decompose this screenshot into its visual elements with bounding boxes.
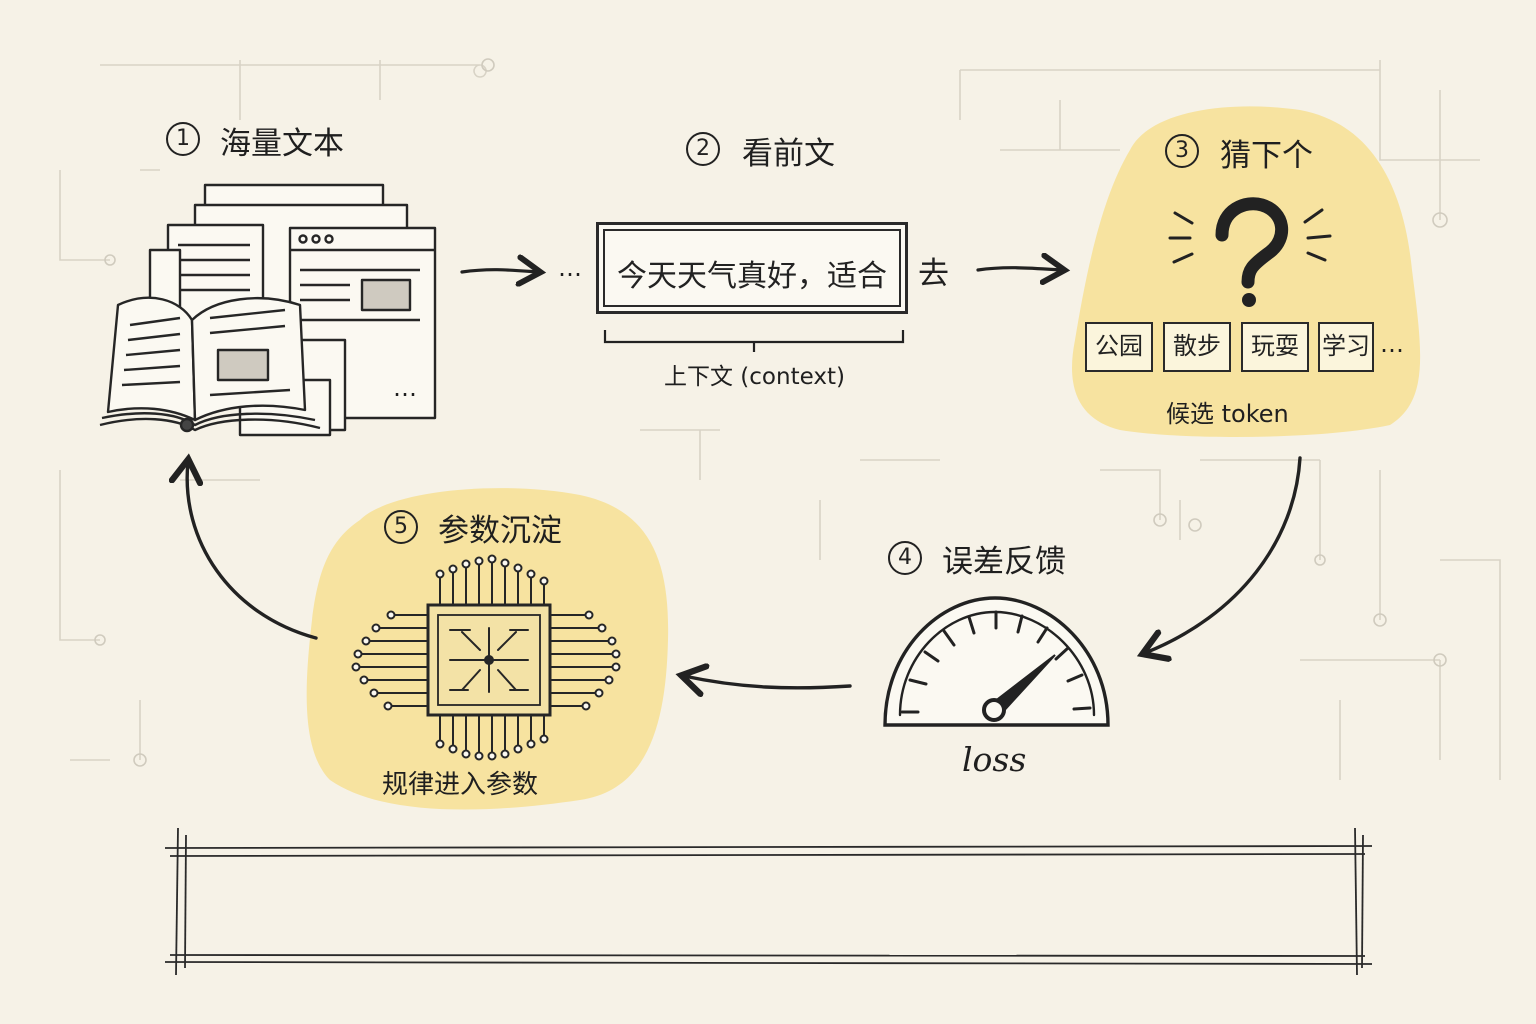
- chip-icon: [351, 554, 621, 761]
- candidate-token-2: 玩耍: [1241, 322, 1309, 372]
- loss-gauge-icon: [883, 596, 1110, 727]
- candidate-token-0: 公园: [1085, 322, 1153, 372]
- step-number-3: 3: [1165, 134, 1199, 168]
- context-leading-ellipsis: …: [558, 254, 582, 282]
- step-title-loss: 误差反馈: [942, 544, 1066, 580]
- candidate-token-3: 学习: [1318, 322, 1374, 372]
- arrow-params-to-texts: [187, 462, 318, 640]
- texts-ellipsis: …: [393, 374, 417, 402]
- step-number-4: 4: [888, 541, 922, 575]
- step-title-context: 看前文: [742, 136, 835, 172]
- step-number-2: 2: [686, 132, 720, 166]
- step-title-guess: 猜下个: [1220, 138, 1313, 174]
- arrow-guess-to-loss: [1145, 456, 1302, 653]
- arrow-loss-to-params: [684, 676, 852, 688]
- loss-label: loss: [962, 740, 1027, 779]
- context-sentence: 今天天气真好，适合: [617, 259, 887, 294]
- context-brace: [603, 330, 905, 352]
- step-title-texts: 海量文本: [220, 126, 344, 162]
- context-brace-label: 上下文 (context): [664, 364, 845, 390]
- context-sentence-box: 今天天气真好，适合: [596, 222, 908, 314]
- next-char: 去: [918, 256, 949, 292]
- candidate-more: …: [1380, 330, 1404, 358]
- step-number-5: 5: [384, 510, 418, 544]
- question-mark-icon: [1168, 197, 1332, 307]
- candidate-label: 候选 token: [1166, 400, 1289, 428]
- step-title-params: 参数沉淀: [438, 513, 562, 549]
- step-number-1: 1: [166, 122, 200, 156]
- params-label: 规律进入参数: [382, 770, 539, 800]
- candidate-token-1: 散步: [1163, 322, 1231, 372]
- bottom-empty-box: [164, 827, 1373, 976]
- arrow-context-to-guess: [976, 268, 1062, 270]
- arrow-texts-to-context: [460, 270, 538, 272]
- texts-stack-icon: [99, 183, 437, 437]
